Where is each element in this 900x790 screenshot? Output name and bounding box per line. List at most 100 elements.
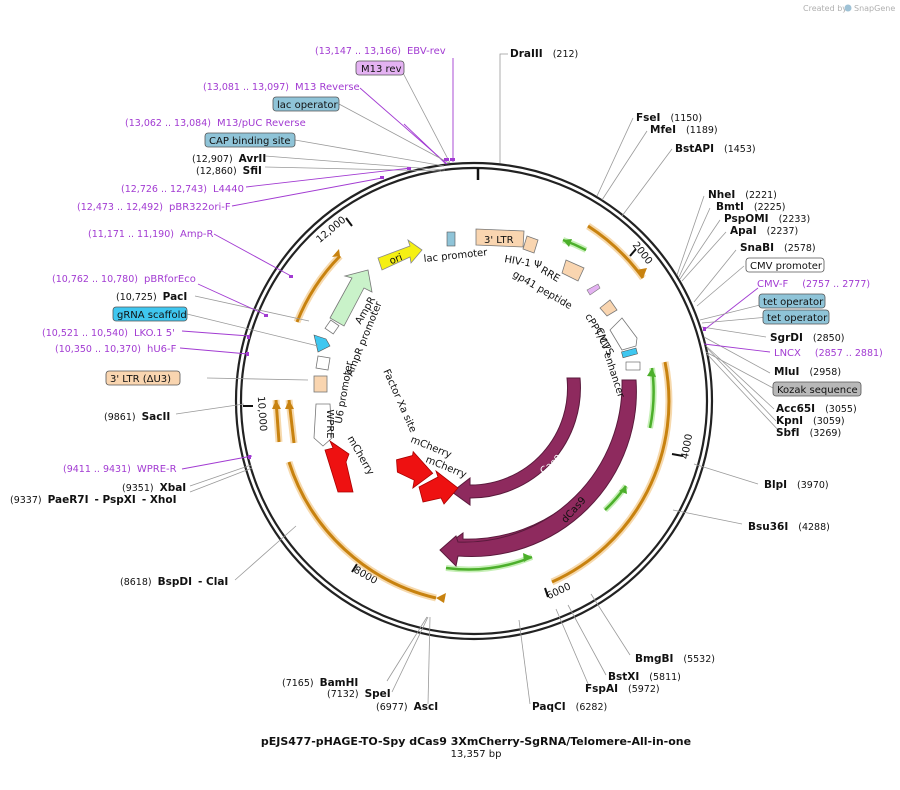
tick-4000: 4000 — [680, 433, 695, 460]
site-connectors — [175, 53, 781, 705]
u6-promoter-label: U6 promoter — [334, 360, 356, 425]
site-snabi: SnaBI — [740, 242, 774, 254]
primer-labels: (13,147 .. 13,166)EBV-rev (13,081 .. 13,… — [42, 46, 883, 475]
plasmid-size: 13,357 bp — [451, 749, 502, 760]
svg-text:ApaI(2237): ApaI(2237) — [730, 225, 798, 237]
svg-text:(13,081 .. 13,097)M13 Reverse: (13,081 .. 13,097)M13 Reverse — [203, 82, 360, 93]
svg-text:PspOMI(2233): PspOMI(2233) — [724, 213, 810, 225]
credit-created-by: Created by — [803, 4, 847, 13]
ltr3-label: 3' LTR — [484, 235, 514, 246]
svg-text:(10,521 .. 10,540)LKO.1 5': (10,521 .. 10,540)LKO.1 5' — [42, 328, 175, 339]
credit-brand: SnapGene — [854, 4, 895, 13]
svg-text:FspAI(5972): FspAI(5972) — [585, 683, 660, 695]
primer-amp-r: Amp-R — [180, 229, 214, 240]
svg-text:(8618)BspDI- ClaI: (8618)BspDI- ClaI — [120, 576, 228, 588]
tick-10000: 10,000 — [255, 396, 268, 432]
primer-pbrforeco: pBRforEco — [144, 274, 196, 285]
svg-text:KpnI(3059): KpnI(3059) — [776, 415, 845, 427]
label-tet-operator-2: tet operator — [767, 313, 828, 324]
site-bmti: BmtI — [716, 201, 744, 213]
site-paqci: PaqCI — [532, 701, 566, 713]
site-mfei: MfeI — [650, 124, 676, 136]
svg-text:FseI(1150): FseI(1150) — [636, 112, 702, 124]
svg-text:BstXI(5811): BstXI(5811) — [608, 671, 681, 683]
site-acc65i: Acc65I — [776, 403, 815, 415]
svg-text:BlpI(3970): BlpI(3970) — [764, 479, 829, 491]
orf-arrowheads-orange — [272, 249, 647, 603]
snapgene-logo-icon — [844, 4, 852, 12]
label-3ltr-du3: 3' LTR (ΔU3) — [110, 374, 171, 385]
svg-text:(9351)XbaI: (9351)XbaI — [122, 482, 186, 494]
svg-text:(12,860)SfiI: (12,860)SfiI — [196, 165, 262, 177]
site-kpni: KpnI — [776, 415, 803, 427]
site-spei: SpeI — [365, 688, 391, 700]
site-fsei: FseI — [636, 112, 660, 124]
primer-cmv-f: CMV-F — [757, 279, 788, 290]
ori-label: ori — [388, 252, 404, 267]
mcherry-arrow-1 — [324, 439, 354, 493]
mcherry-arrow-2 — [396, 450, 434, 489]
label-grna-scaffold: gRNA scaffold — [117, 310, 187, 321]
svg-text:(9337)PaeR7I- PspXI- XhoI: (9337)PaeR7I- PspXI- XhoI — [10, 494, 177, 506]
svg-text:(12,726 .. 12,743)L4440: (12,726 .. 12,743)L4440 — [121, 184, 244, 195]
svg-text:SgrDI(2850): SgrDI(2850) — [770, 332, 844, 344]
label-cmv-promoter: CMV promoter — [750, 261, 823, 272]
svg-text:(10,762 .. 10,780)pBRforEco: (10,762 .. 10,780)pBRforEco — [52, 274, 196, 285]
primer-pbr322ori-f: pBR322ori-F — [169, 202, 231, 213]
svg-text:(11,171 .. 11,190)Amp-R: (11,171 .. 11,190)Amp-R — [88, 229, 214, 240]
svg-text:DraIII(212): DraIII(212) — [510, 48, 578, 60]
svg-text:(6977)AscI: (6977)AscI — [376, 701, 438, 713]
site-avrii: AvrII — [239, 153, 267, 165]
svg-text:CMV-F(2757 .. 2777): CMV-F(2757 .. 2777) — [757, 279, 870, 290]
svg-text:MluI(2958): MluI(2958) — [774, 366, 841, 378]
site-bmgbi: BmgBI — [635, 653, 673, 665]
site-bsu36i: Bsu36I — [748, 521, 788, 533]
tick-6000: 6000 — [545, 581, 573, 602]
svg-text:Bsu36I(4288): Bsu36I(4288) — [748, 521, 830, 533]
boxed-labels: M13 rev lac operator CAP binding site gR… — [105, 60, 862, 397]
site-asci: AscI — [414, 701, 439, 713]
svg-text:(10,725)PacI: (10,725)PacI — [116, 291, 187, 303]
svg-text:(9411 .. 9431)WPRE-R: (9411 .. 9431)WPRE-R — [63, 464, 177, 475]
site-apai: ApaI — [730, 225, 757, 237]
wpre-arrow — [313, 403, 333, 447]
site-mlui: MluI — [774, 366, 799, 378]
primer-ebv-rev: EBV-rev — [407, 46, 446, 57]
svg-text:(10,350 .. 10,370)hU6-F: (10,350 .. 10,370)hU6-F — [55, 344, 177, 355]
site-labels: DraIII(212) FseI(1150) MfeI(1189) BstAPI… — [10, 48, 857, 713]
svg-text:(12,907)AvrII: (12,907)AvrII — [192, 153, 266, 165]
site-sacii: SacII — [142, 411, 171, 423]
svg-text:(7165)BamHI: (7165)BamHI — [282, 677, 358, 689]
primer-lncx: LNCX — [774, 348, 801, 359]
ampr-arrow — [329, 269, 373, 327]
svg-text:(12,473 .. 12,492)pBR322ori-F: (12,473 .. 12,492)pBR322ori-F — [77, 202, 231, 213]
svg-text:PaqCI(6282): PaqCI(6282) — [532, 701, 607, 713]
primer-m13-puc-reverse: M13/pUC Reverse — [217, 118, 306, 129]
cas9-arrow — [451, 377, 581, 506]
site-paer7i: PaeR7I — [48, 494, 89, 506]
site-xbai: XbaI — [160, 482, 187, 494]
svg-text:LNCX(2857 .. 2881): LNCX(2857 .. 2881) — [774, 348, 883, 359]
mcherry-label-1: mCherry — [345, 434, 376, 477]
label-kozak-sequence: Kozak sequence — [777, 385, 858, 396]
svg-text:SnaBI(2578): SnaBI(2578) — [740, 242, 816, 254]
primer-wpre-r: WPRE-R — [137, 464, 177, 475]
svg-text:BmgBI(5532): BmgBI(5532) — [635, 653, 715, 665]
primer-hu6-f: hU6-F — [147, 344, 177, 355]
site-fspai: FspAI — [585, 683, 618, 695]
backbone-outer-ring — [234, 161, 714, 641]
svg-text:NheI(2221): NheI(2221) — [708, 189, 777, 201]
primer-m13-reverse: M13 Reverse — [295, 82, 360, 93]
primer-lko1-5: LKO.1 5' — [134, 328, 175, 339]
site-bamhi: BamHI — [320, 677, 359, 689]
svg-text:BmtI(2225): BmtI(2225) — [716, 201, 785, 213]
svg-text:Acc65I(3055): Acc65I(3055) — [776, 403, 857, 415]
label-m13-rev: M13 rev — [361, 64, 402, 75]
svg-text:(13,147 .. 13,166)EBV-rev: (13,147 .. 13,166)EBV-rev — [315, 46, 446, 57]
wpre-label: WPRE — [324, 409, 335, 438]
primer-connectors — [179, 58, 771, 470]
label-cap-binding-site: CAP binding site — [209, 136, 291, 147]
ltr3-box — [475, 228, 525, 248]
label-lac-operator: lac operator — [277, 100, 338, 111]
